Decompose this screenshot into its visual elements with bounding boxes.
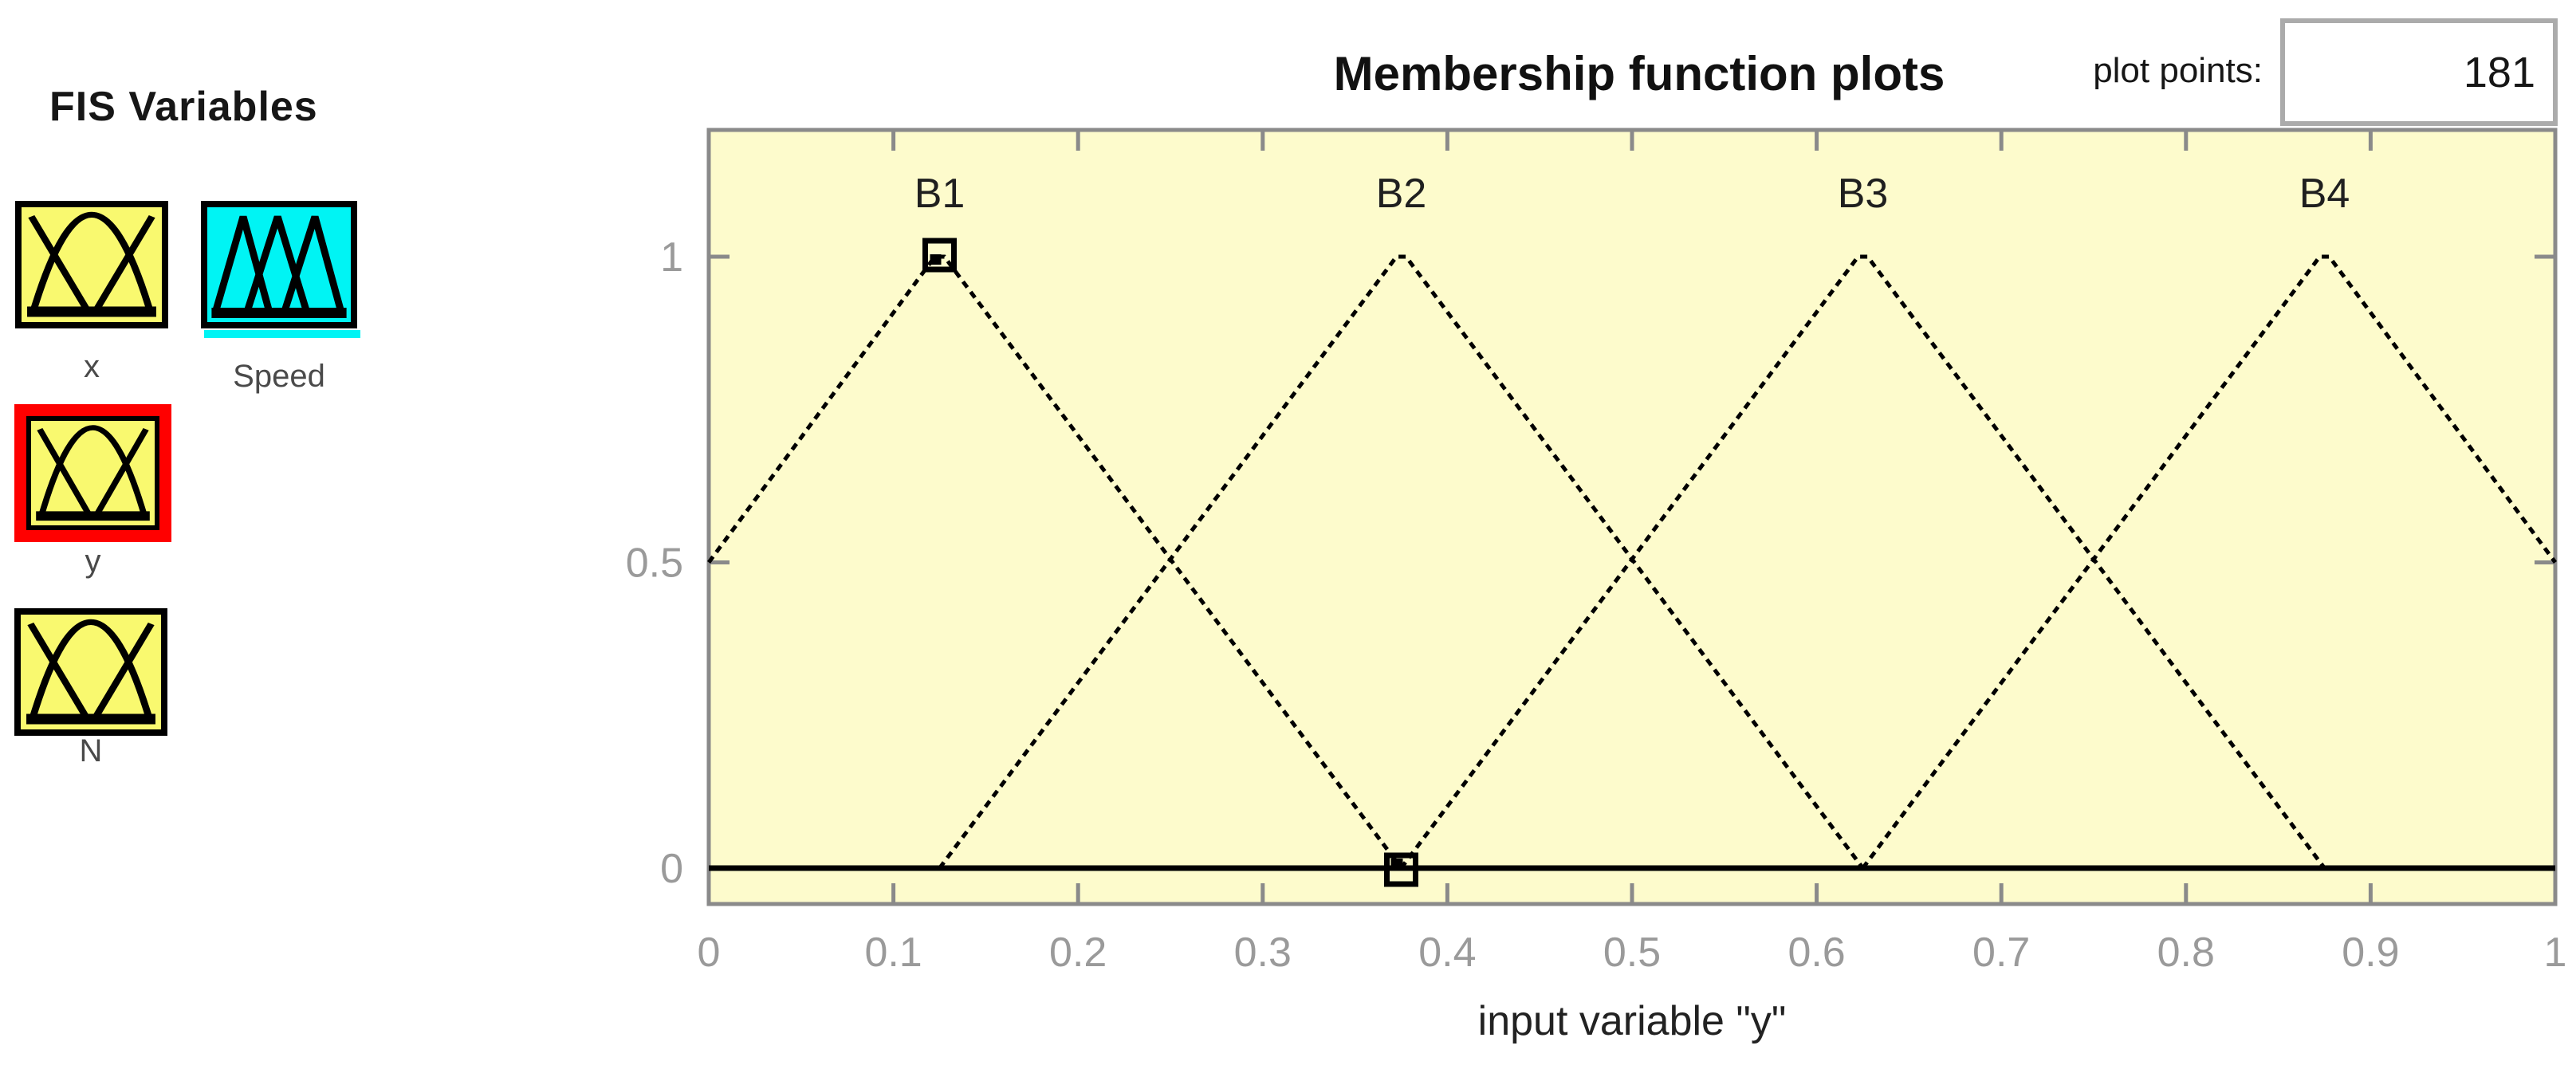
mf-curve-label: B3	[1838, 171, 1889, 217]
fis-variable-y-label: y	[85, 544, 101, 579]
x-tick-label: 0.9	[2342, 930, 2399, 976]
membership-function-icon	[26, 416, 159, 530]
x-tick-label: 0.7	[1972, 930, 2030, 976]
plot-points-input[interactable]	[2280, 18, 2558, 126]
mf-curve-B4[interactable]	[1861, 254, 2558, 870]
mf-curves-icon	[36, 425, 150, 521]
fis-variable-speed[interactable]	[201, 201, 360, 338]
x-tick-label: 0.2	[1049, 930, 1107, 976]
x-tick-label: 0.3	[1234, 930, 1292, 976]
mf-curve-B3[interactable]	[1399, 254, 2326, 870]
membership-function-icon	[201, 201, 357, 328]
x-tick-label: 0	[698, 930, 721, 976]
plot-points-label: plot points:	[2093, 51, 2263, 90]
mf-point-marker[interactable]	[1384, 852, 1418, 887]
x-tick-label: 0.4	[1418, 930, 1476, 976]
plot-title: Membership function plots	[1333, 47, 1945, 100]
marker-notch	[1390, 859, 1403, 871]
mf-curve-B2[interactable]	[938, 254, 1865, 870]
mf-curve-label: B4	[2299, 171, 2350, 217]
fis-variable-n[interactable]	[14, 608, 167, 736]
x-axis-label: input variable "y"	[1478, 998, 1787, 1044]
marker-notch	[930, 254, 942, 265]
membership-function-icon	[15, 201, 168, 328]
fis-variable-y-selected[interactable]	[14, 404, 171, 542]
fis-variable-x-label: x	[84, 349, 100, 384]
zero-baseline	[709, 865, 2555, 871]
mf-curves-icon	[27, 212, 156, 317]
mf-curves-icon	[211, 215, 347, 318]
y-tick-label: 0.5	[626, 540, 683, 587]
mf-point-marker[interactable]	[922, 238, 957, 273]
membership-function-icon	[14, 608, 167, 736]
fis-variables-title: FIS Variables	[49, 84, 318, 130]
fis-variable-x[interactable]	[15, 201, 168, 328]
fis-variable-n-label: N	[79, 733, 103, 768]
mf-curves-icon	[26, 619, 155, 725]
y-tick-label: 0	[660, 846, 683, 892]
mf-curve-label: B1	[914, 171, 966, 217]
x-tick-label: 0.5	[1603, 930, 1661, 976]
fis-variable-speed-label: Speed	[233, 359, 325, 394]
plot-area[interactable]	[706, 128, 2558, 906]
x-tick-label: 1	[2544, 930, 2567, 976]
x-tick-label: 0.1	[864, 930, 922, 976]
output-variable-strip	[204, 330, 360, 338]
x-tick-label: 0.8	[2157, 930, 2215, 976]
x-tick-label: 0.6	[1787, 930, 1845, 976]
y-tick-label: 1	[660, 234, 683, 281]
mf-curve-label: B2	[1376, 171, 1427, 217]
